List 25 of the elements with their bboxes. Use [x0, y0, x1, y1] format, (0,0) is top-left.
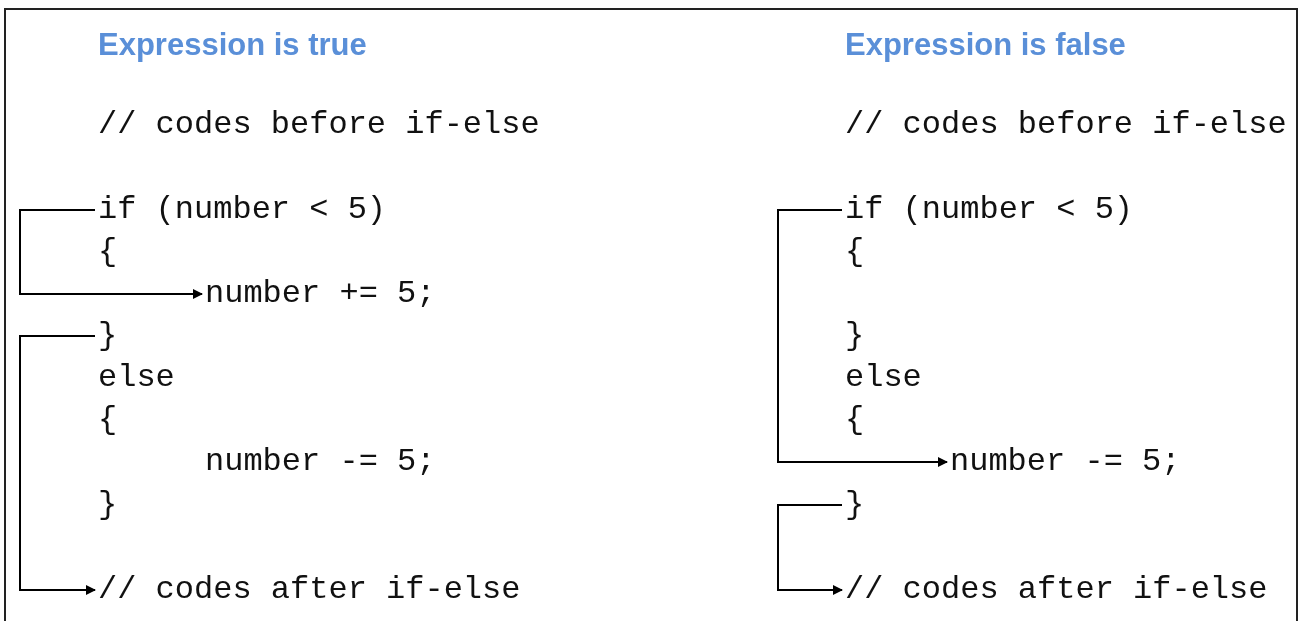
code-line: } — [98, 487, 118, 523]
code-line: // codes before if-else — [845, 107, 1287, 143]
code-line: number += 5; — [205, 276, 436, 312]
arrow — [19, 335, 96, 595]
code-line: { — [845, 402, 865, 438]
code-line: number -= 5; — [950, 444, 1181, 480]
code-line: // codes after if-else — [98, 572, 521, 608]
code-line: if (number < 5) — [98, 192, 387, 228]
code-line: if (number < 5) — [845, 192, 1134, 228]
code-line: } — [845, 487, 865, 523]
arrow — [19, 209, 203, 299]
code-line: } — [98, 318, 118, 354]
code-line: { — [845, 234, 865, 270]
code-line: else — [845, 360, 922, 396]
code-line: // codes after if-else — [845, 572, 1268, 608]
heading: Expression is false — [845, 27, 1126, 63]
code-line: } — [845, 318, 865, 354]
arrow — [777, 209, 948, 467]
code-line: else — [98, 360, 175, 396]
code-line: // codes before if-else — [98, 107, 540, 143]
code-line: { — [98, 402, 118, 438]
heading: Expression is true — [98, 27, 367, 63]
arrow — [777, 504, 843, 595]
code-line: number -= 5; — [205, 444, 436, 480]
code-line: { — [98, 234, 118, 270]
